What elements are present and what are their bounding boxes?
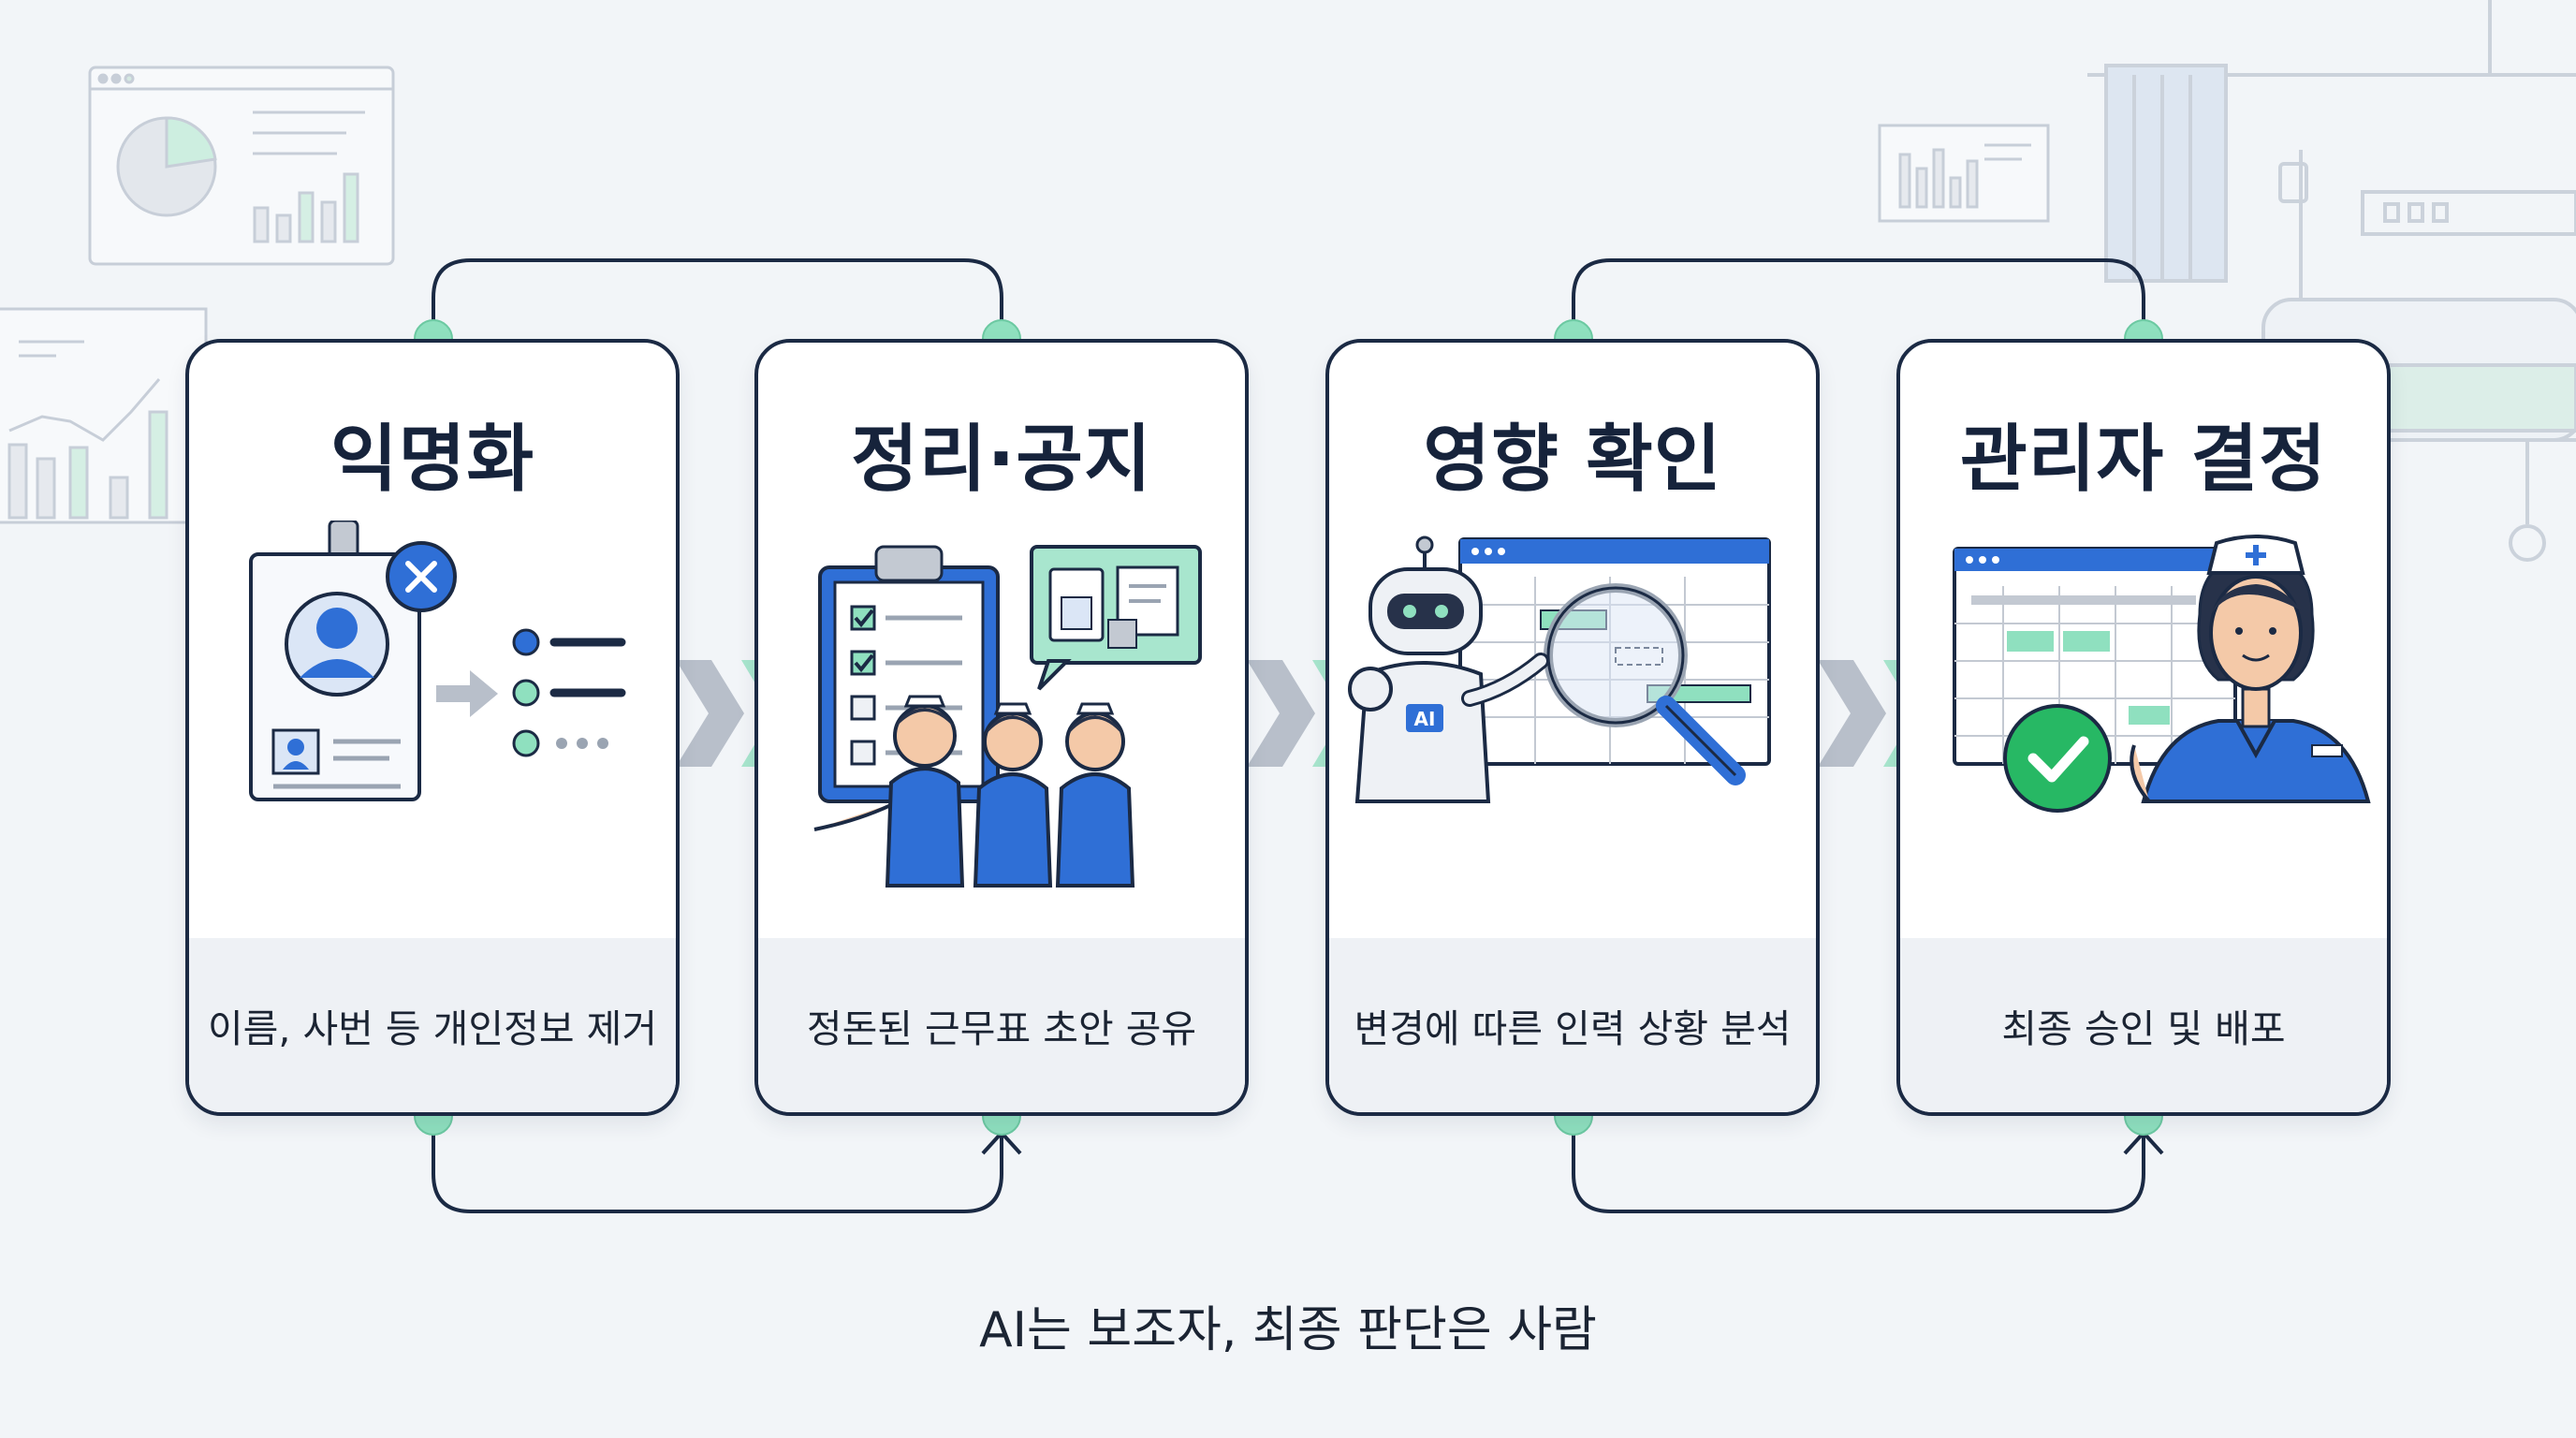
step-title: 정리·공지 xyxy=(851,418,1152,502)
nurse-team-icon xyxy=(813,695,1135,888)
manager-approval-illustration xyxy=(1953,535,2371,813)
approve-check-icon xyxy=(2003,704,2112,813)
ai-analysis-illustration: AI xyxy=(1348,536,1771,803)
step-title: 익명화 xyxy=(329,418,535,502)
id-badge-icon xyxy=(249,521,421,801)
robot-icon: AI xyxy=(1348,536,1549,803)
magnifier-icon xyxy=(1544,583,1746,785)
step-card-anonymize: 익명화 xyxy=(185,339,680,1116)
dashboard-window-icon xyxy=(88,66,395,266)
robot-badge-text: AI xyxy=(1414,708,1436,730)
remove-x-icon xyxy=(386,541,457,612)
connector-lines xyxy=(432,258,2164,1213)
step-caption: 변경에 따른 인력 상황 분석 xyxy=(1329,938,1816,1112)
step-title: 관리자 결정 xyxy=(1960,418,2327,502)
bulleted-list-icon xyxy=(512,628,626,757)
bar-chart-icon xyxy=(1878,124,2050,223)
nurse-icon xyxy=(2130,535,2371,803)
footer-caption: AI는 보조자, 최종 판단은 사람 xyxy=(979,1302,1597,1358)
team-briefing-illustration xyxy=(813,545,1202,888)
step-title: 영향 확인 xyxy=(1423,418,1722,502)
bulletin-board-icon xyxy=(1030,545,1202,691)
line-chart-icon xyxy=(0,307,208,524)
arrow-right-icon xyxy=(436,670,498,717)
schedule-grid-icon xyxy=(1953,547,2237,766)
step-card-decision: 관리자 결정 xyxy=(1896,339,2391,1116)
id-badge-illustration xyxy=(249,521,626,801)
step-card-share: 정리·공지 xyxy=(754,339,1249,1116)
step-caption: 이름, 사번 등 개인정보 제거 xyxy=(189,938,676,1112)
step-caption: 정돈된 근무표 초안 공유 xyxy=(758,938,1245,1112)
step-caption: 최종 승인 및 배포 xyxy=(1900,938,2387,1112)
step-card-impact: 영향 확인 xyxy=(1325,339,1820,1116)
